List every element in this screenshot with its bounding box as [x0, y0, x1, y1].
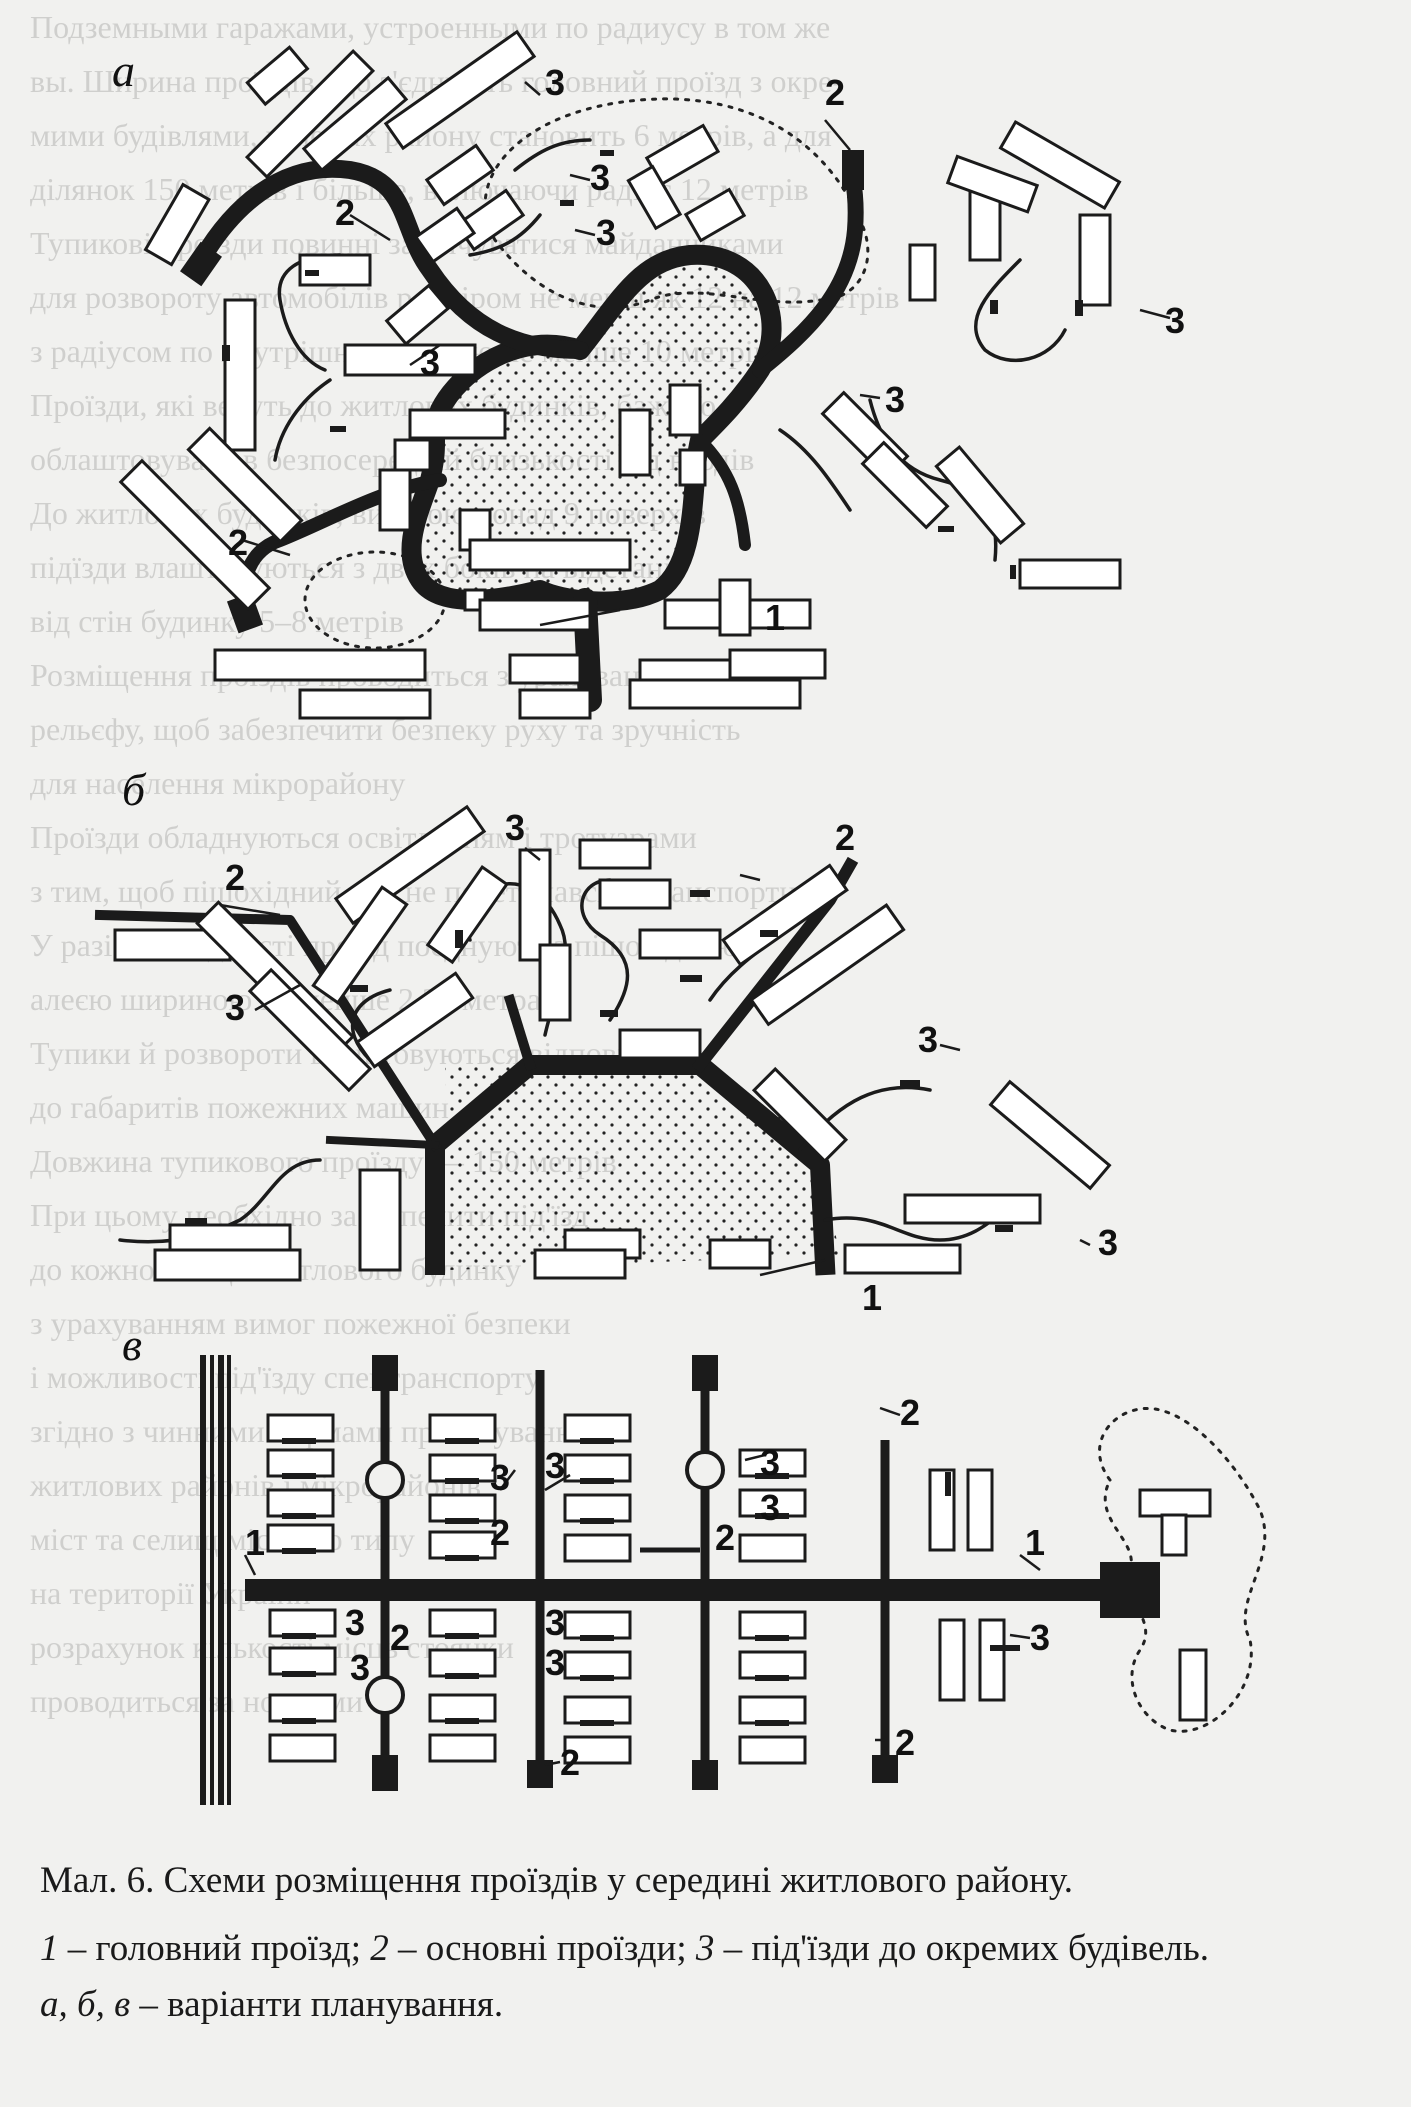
legend-3-num: 3	[695, 1928, 715, 1969]
panel-c: в	[122, 1319, 1267, 1805]
panel-c-road-ends	[372, 1355, 1160, 1791]
label-primary-road: 2	[715, 1517, 735, 1558]
background-text-line: до габаритів пожежних машин	[30, 1089, 449, 1125]
label-access-drive: 3	[1098, 1222, 1118, 1263]
panel-b-labels: 1 2 2 3 3 3 3	[225, 807, 1118, 1318]
label-access-drive: 3	[345, 1602, 365, 1643]
panel-c-turnarounds	[365, 1450, 725, 1715]
variants-letters: а, б, в	[40, 1984, 131, 2025]
figure-caption: Мал. 6. Схеми розміщення проїздів у сере…	[40, 1858, 1380, 2038]
panel-c-letter: в	[122, 1319, 142, 1370]
background-text-line: житлових районів і мікрорайонів	[30, 1467, 482, 1503]
background-text-line: від стін будинку 5–8 метрів	[30, 603, 404, 639]
caption-title: Мал. 6. Схеми розміщення проїздів у сере…	[40, 1860, 1073, 1901]
label-access-drive: 3	[590, 157, 610, 198]
label-access-drive: 3	[505, 807, 525, 848]
label-access-drive: 3	[760, 1487, 780, 1528]
panel-b: б	[94, 764, 1118, 1318]
panel-c-buildings	[266, 1413, 1212, 1765]
panel-b-buildings	[113, 804, 1112, 1282]
panel-c-entrances	[282, 1438, 1020, 1726]
panel-b-entrances	[185, 890, 1013, 1232]
label-access-drive: 3	[420, 342, 440, 383]
label-primary-road: 2	[225, 857, 245, 898]
background-text-line: для населення мікрорайону	[30, 765, 406, 801]
panel-c-roads	[245, 1370, 1100, 1770]
label-main-road: 1	[765, 597, 785, 638]
label-primary-road: 2	[390, 1617, 410, 1658]
panel-c-external-road	[200, 1355, 231, 1805]
legend-1-text: – головний проїзд;	[58, 1928, 371, 1969]
label-primary-road: 2	[900, 1392, 920, 1433]
background-text-line: Подземными гаражами, устроенными по ради…	[30, 9, 831, 45]
panel-a-entrances	[222, 150, 1083, 579]
label-access-drive: 3	[596, 212, 616, 253]
legend-2-text: – основні проїзди;	[388, 1928, 696, 1969]
label-main-road: 1	[245, 1522, 265, 1563]
label-main-road: 1	[1025, 1522, 1045, 1563]
label-primary-road: 2	[560, 1742, 580, 1783]
label-access-drive: 3	[350, 1647, 370, 1688]
label-primary-road: 2	[335, 192, 355, 233]
panel-c-leaders	[243, 1406, 1041, 1767]
label-access-drive: 3	[545, 1445, 565, 1486]
variants-text: – варіанти планування.	[130, 1984, 504, 2025]
panel-b-letter: б	[122, 764, 147, 815]
label-access-drive: 3	[885, 379, 905, 420]
legend-2-num: 2	[370, 1928, 389, 1969]
label-primary-road: 2	[490, 1512, 510, 1553]
caption-legend: 1 – головний проїзд; 2 – основні проїзди…	[40, 1926, 1380, 1972]
panel-a-leaders	[241, 81, 1171, 627]
panel-c-labels: 1 1 2 2 2 2 2 2 3 3 3 3 3 3 3 3 3	[245, 1392, 1050, 1783]
label-access-drive: 3	[490, 1457, 510, 1498]
label-primary-road: 2	[895, 1722, 915, 1763]
panel-c-green-area	[1098, 1407, 1267, 1733]
label-access-drive: 3	[545, 1642, 565, 1683]
label-access-drive: 3	[545, 1602, 565, 1643]
label-access-drive: 3	[1165, 300, 1185, 341]
panel-a-letter: а	[112, 45, 135, 96]
label-access-drive: 3	[225, 987, 245, 1028]
road-layout-diagram: а	[94, 29, 1267, 1805]
caption-variants: а, б, в – варіанти планування.	[40, 1982, 1380, 2028]
legend-3-text: – під'їзди до окремих будівель.	[714, 1928, 1209, 1969]
legend-1-num: 1	[40, 1928, 59, 1969]
label-primary-road: 2	[228, 522, 248, 563]
background-text-line: ділянок 150 метрів і більше, включаючи р…	[30, 171, 809, 207]
panel-b-leaders	[219, 847, 1091, 1277]
panel-a: а	[112, 29, 1185, 720]
label-primary-road: 2	[835, 817, 855, 858]
panel-a-buildings	[118, 29, 1122, 720]
label-access-drive: 3	[918, 1019, 938, 1060]
label-main-road: 1	[862, 1277, 882, 1318]
background-text-line: з урахуванням вимог пожежної безпеки	[30, 1305, 571, 1341]
panel-a-labels: 1 2 2 2 3 3 3 3 3 3	[228, 62, 1185, 638]
panel-b-green-area	[445, 1065, 840, 1270]
label-access-drive: 3	[545, 62, 565, 103]
label-access-drive: 3	[760, 1442, 780, 1483]
label-primary-road: 2	[825, 72, 845, 113]
background-text-line: і можливості під'їзду спецтранспорту	[30, 1359, 541, 1395]
label-access-drive: 3	[1030, 1617, 1050, 1658]
